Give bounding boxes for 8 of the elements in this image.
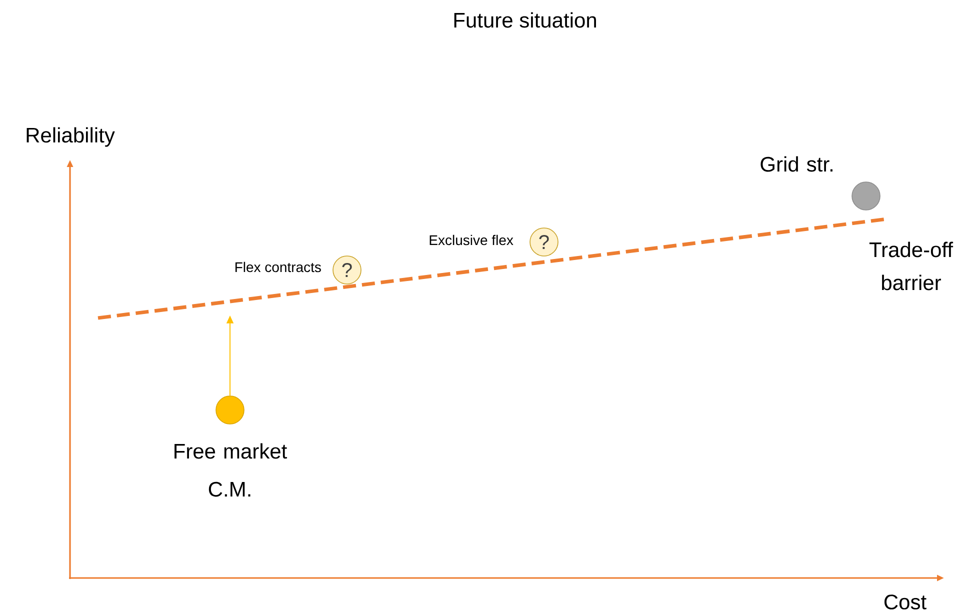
point-label: Grid str. — [760, 156, 832, 172]
point-label: Flex contracts — [235, 262, 321, 272]
axis-label: Cost — [884, 594, 926, 610]
barrier-label: Trade-off barrier — [869, 242, 954, 290]
title: Future situation — [454, 12, 596, 28]
point-label: Free market C.M. — [174, 443, 287, 497]
axis-label: Reliability — [26, 127, 115, 147]
point-label: Exclusive flex — [430, 234, 514, 246]
